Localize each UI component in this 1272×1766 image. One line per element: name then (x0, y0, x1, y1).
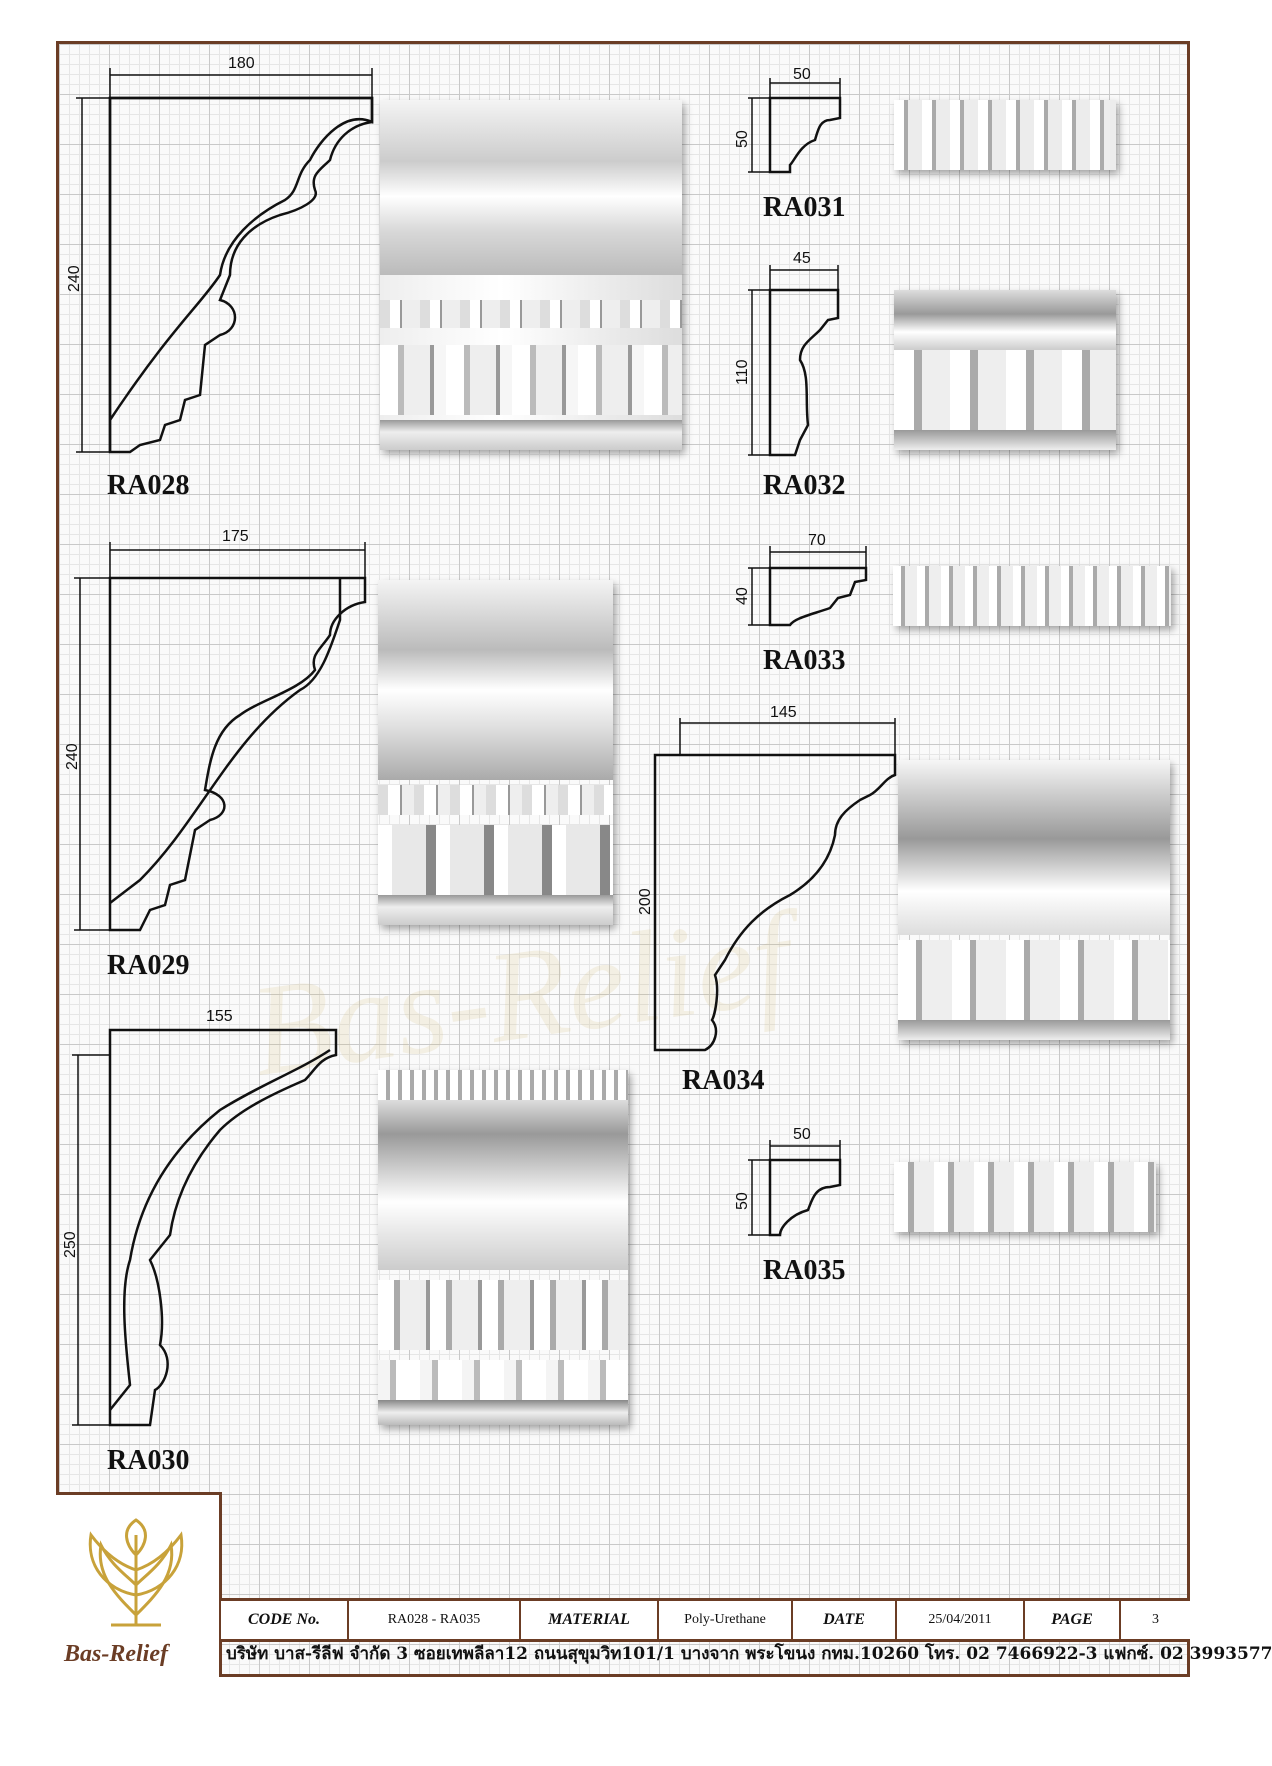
title-block: Bas-Relief CODE No. RA028 - RA035 MATERI… (56, 1492, 1272, 1677)
ra028-width: 180 (228, 55, 255, 72)
ra034-code: RA034 (682, 1065, 765, 1096)
ra030-height: 250 (62, 1231, 79, 1258)
ra034-profile (653, 753, 897, 1052)
ra032-profile (768, 288, 840, 457)
ra033-width: 70 (808, 532, 826, 549)
material-value: Poly-Urethane (659, 1601, 793, 1639)
page-value: 3 (1152, 1612, 1159, 1627)
ra031-photo (894, 100, 1116, 170)
code-label: CODE No. (219, 1601, 349, 1639)
ra028-profile (108, 96, 374, 454)
ra030-code: RA030 (107, 1445, 190, 1476)
page-label: PAGE (1025, 1601, 1121, 1639)
ra031-width: 50 (793, 66, 811, 83)
company-address: บริษัท บาส-รีลีฟ จำกัด 3 ซอยเทพลีลา12 ถน… (226, 1644, 1272, 1664)
ra032-code: RA032 (763, 470, 846, 501)
ra028-height: 240 (66, 265, 83, 292)
ra029-profile (108, 576, 367, 932)
ra035-width: 50 (793, 1126, 811, 1143)
logo-text: Bas-Relief (64, 1641, 168, 1667)
ra034-height: 200 (637, 888, 654, 915)
ra028-photo (380, 100, 682, 450)
ra029-code: RA029 (107, 950, 190, 981)
ra035-height: 50 (734, 1192, 751, 1210)
ra033-profile (768, 566, 868, 627)
material-label: MATERIAL (521, 1601, 659, 1639)
ra032-photo (894, 290, 1116, 450)
ra035-profile (768, 1158, 842, 1237)
profile-drawings (72, 68, 897, 1427)
ra029-height: 240 (64, 743, 81, 770)
info-table: CODE No. RA028 - RA035 MATERIAL Poly-Ure… (219, 1598, 1190, 1642)
ra029-photo (378, 580, 613, 925)
ra033-height: 40 (734, 587, 751, 605)
ra031-code: RA031 (763, 192, 846, 223)
ra032-height: 110 (734, 359, 751, 385)
logo: Bas-Relief (56, 1492, 222, 1677)
ra029-width: 175 (222, 528, 249, 545)
ra035-code: RA035 (763, 1255, 846, 1286)
ra035-photo (894, 1162, 1156, 1232)
ra030-photo (378, 1070, 628, 1425)
ra030-width: 155 (206, 1008, 233, 1025)
acanthus-logo-icon (88, 1518, 184, 1627)
date-label: DATE (793, 1601, 897, 1639)
ra033-photo (893, 566, 1171, 626)
ra030-profile (108, 1028, 338, 1427)
ra031-height: 50 (734, 130, 751, 148)
ra033-code: RA033 (763, 645, 846, 676)
ra032-width: 45 (793, 250, 811, 267)
ra028-code: RA028 (107, 470, 190, 501)
code-value: RA028 - RA035 (349, 1601, 521, 1639)
date-value: 25/04/2011 (897, 1601, 1025, 1639)
ra034-width: 145 (770, 704, 797, 721)
ra034-photo (898, 760, 1170, 1040)
ra031-profile (768, 96, 842, 174)
